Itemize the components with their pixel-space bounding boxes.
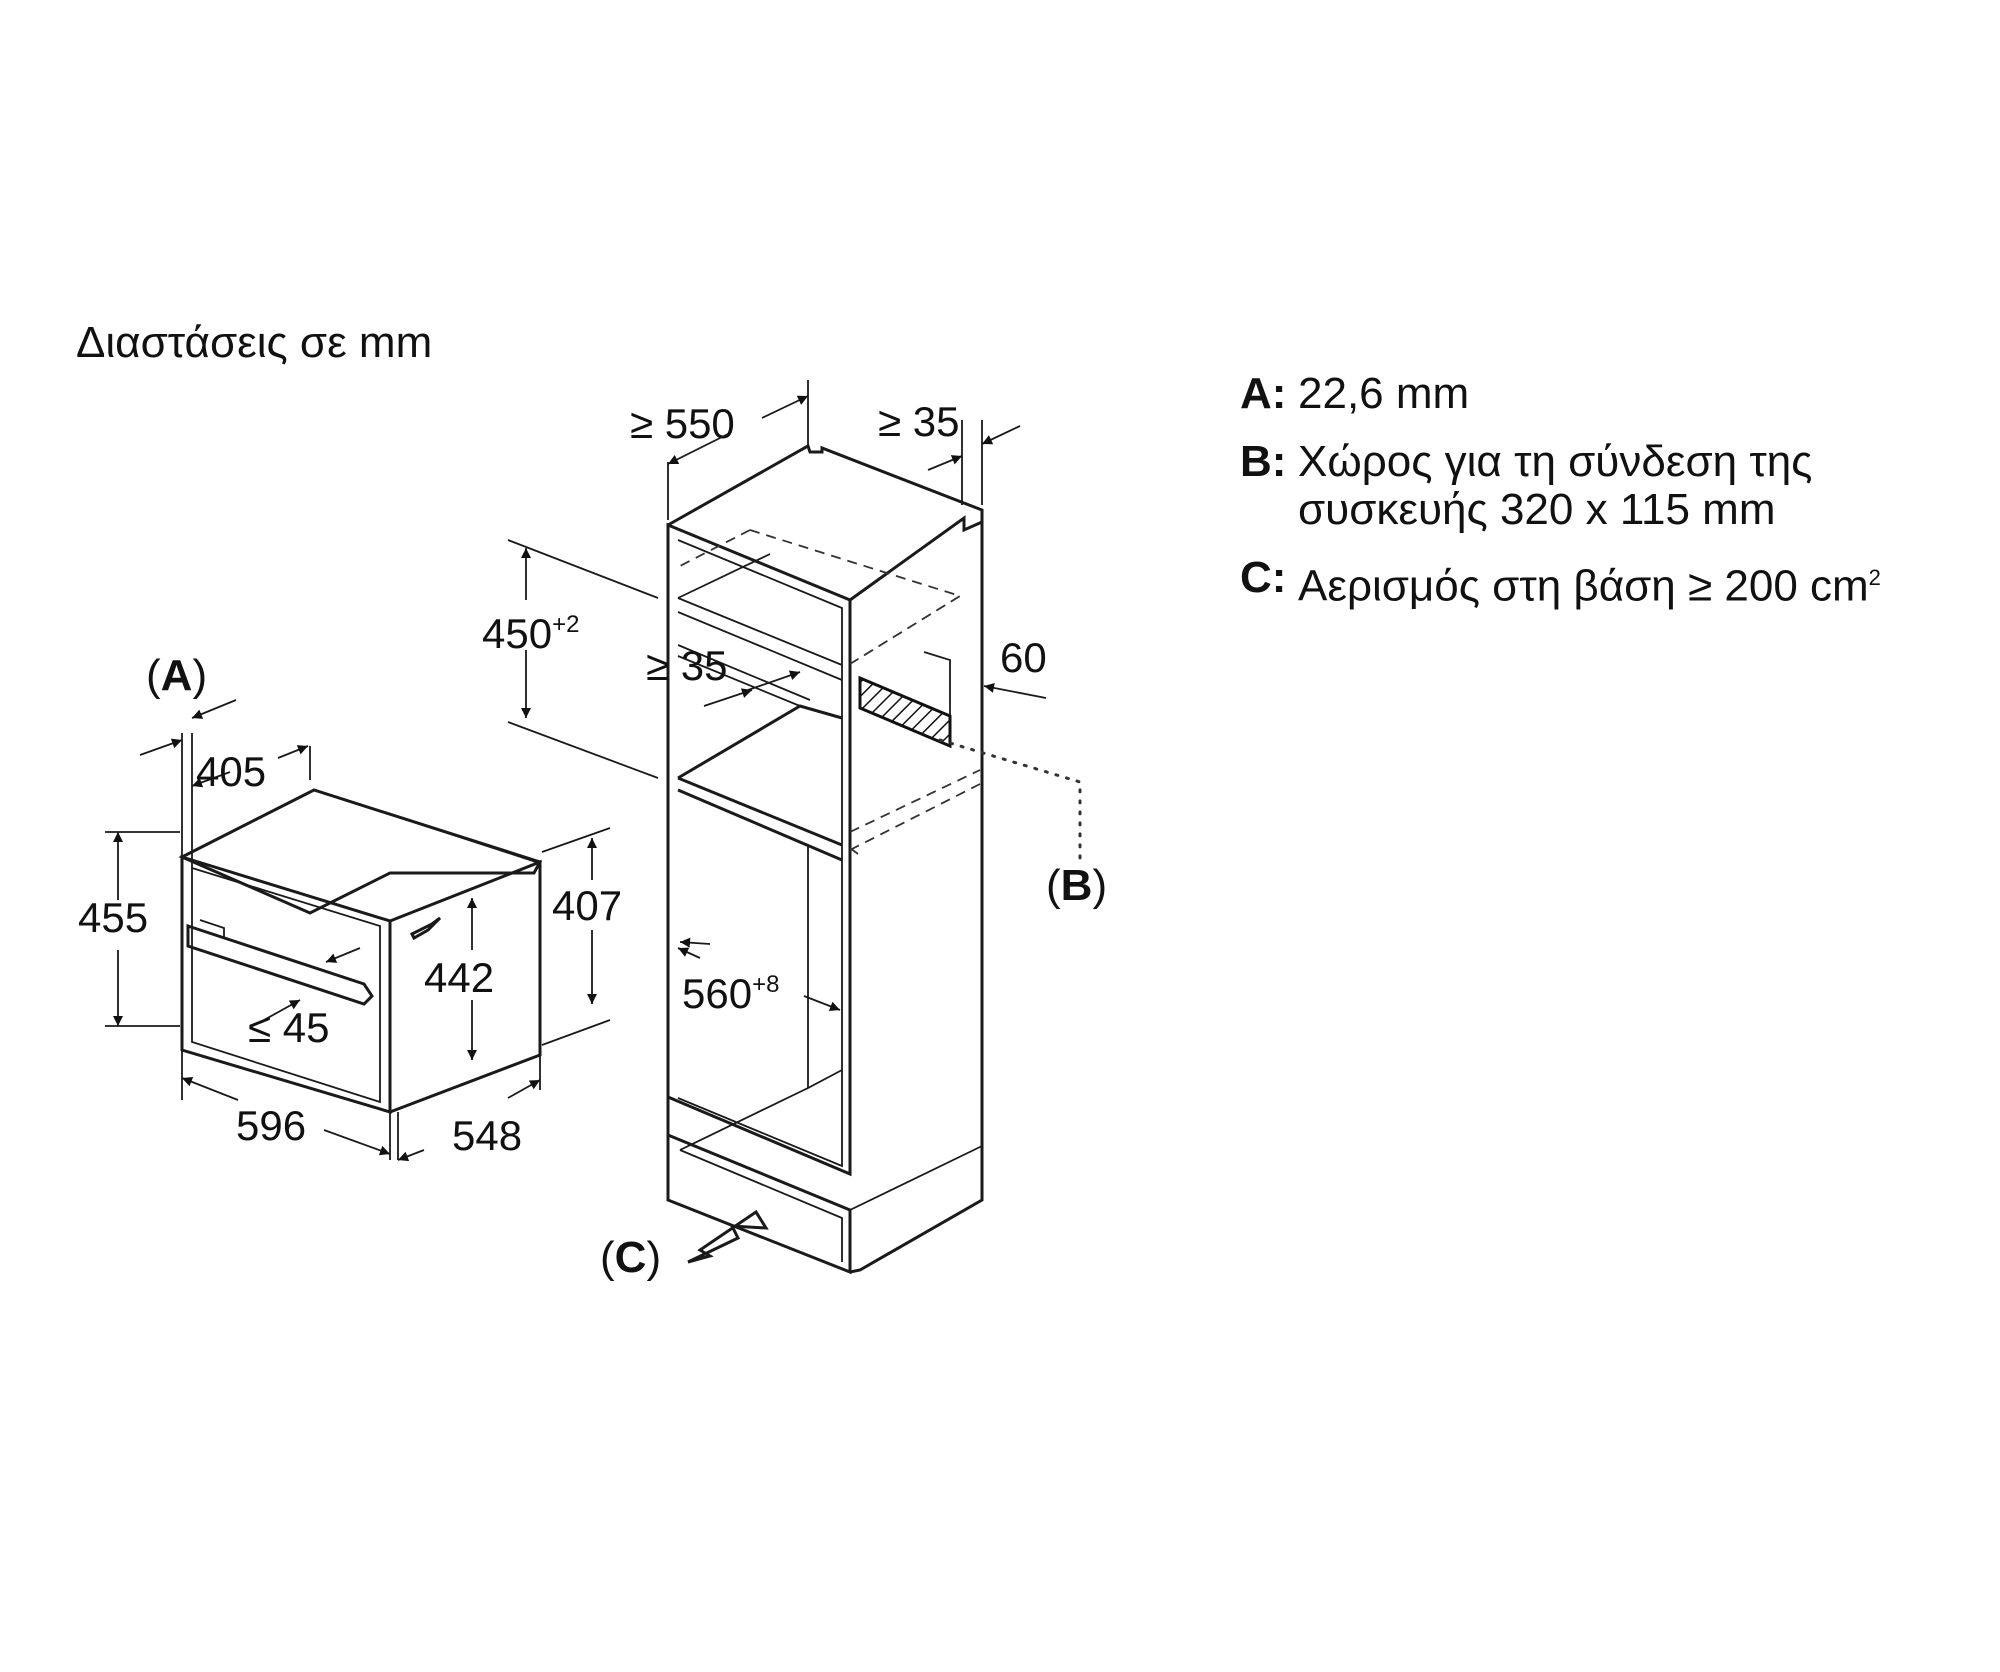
legend-item-b: B: Χώρος για τη σύνδεση της συσκευής 320… xyxy=(1240,438,1980,534)
legend-text-c-main: Αερισμός στη βάση ≥ 200 cm xyxy=(1298,561,1869,611)
legend-item-c: C: Αερισμός στη βάση ≥ 200 cm2 xyxy=(1240,554,1980,611)
appliance-side-grip xyxy=(409,916,442,941)
dim-label-450: 450+2 xyxy=(482,610,579,657)
cabinet-front-frame-inner xyxy=(677,539,843,1168)
dim-label-560-value: 560 xyxy=(682,970,752,1017)
ext-line xyxy=(541,827,611,853)
ext-line xyxy=(507,539,659,599)
legend-key-a: A: xyxy=(1240,369,1287,418)
legend-key-c: C: xyxy=(1240,553,1287,602)
cabinet-drawing: ≥ 550 ≥ 35 450+2 ≥ 35 60 560+8 (B) (C) xyxy=(482,380,1107,1282)
legend-key-b: B: xyxy=(1240,437,1287,486)
dim-arrow-35-front-left xyxy=(747,670,801,691)
dim-arrow-560-left xyxy=(677,947,701,959)
diagram-title: Διαστάσεις σε mm xyxy=(76,318,433,367)
cabinet-hidden-upper xyxy=(679,529,963,665)
appliance-front-inner xyxy=(191,866,381,1104)
dim-label-548: 548 xyxy=(452,1112,522,1159)
dim-arrow-60 xyxy=(983,682,1047,699)
dim-label-450-value: 450 xyxy=(482,610,552,657)
legend-text-b-line2: συσκευής 320 x 115 mm xyxy=(1298,485,1776,534)
dim-label-560: 560+8 xyxy=(682,970,779,1017)
dim-label-596: 596 xyxy=(236,1102,306,1149)
dim-label-550: ≥ 550 xyxy=(630,400,735,447)
appliance-drawing: (A) 405 455 442 407 ≤ 45 596 548 xyxy=(78,651,622,1162)
appliance-handle-top xyxy=(199,919,225,938)
dim-arrow-560-left-b xyxy=(679,937,711,948)
dim-label-35-front: ≥ 35 xyxy=(646,642,727,689)
ext-line xyxy=(541,1019,611,1046)
dim-arrow-35-front-right xyxy=(703,688,753,707)
cabinet-top xyxy=(667,443,984,602)
cabinet-bottom-side xyxy=(849,1145,983,1211)
dim-arrow-a-right xyxy=(191,699,237,719)
dim-arrow-560-right xyxy=(803,995,841,1012)
label-c-marker: (C) xyxy=(600,1233,661,1282)
dim-arrow-35-rear-right xyxy=(981,425,1021,445)
dim-label-455: 455 xyxy=(78,894,148,941)
cabinet-right-side xyxy=(849,515,984,1274)
cabinet-plinth-inner xyxy=(679,1149,843,1262)
legend-text-c-sup: 2 xyxy=(1868,565,1881,590)
dim-label-35-rear: ≥ 35 xyxy=(878,398,959,445)
dim-arrow-45-right xyxy=(325,947,361,963)
dim-arrow-a-left xyxy=(139,738,183,756)
appliance-side xyxy=(389,859,542,1114)
cabinet-middle-rail xyxy=(677,644,811,707)
cabinet-plinth xyxy=(666,1097,852,1275)
legend-text-b-line1: Χώρος για τη σύνδεση της xyxy=(1298,437,1813,486)
cabinet-front-frame xyxy=(666,522,852,1177)
dim-label-handle: ≤ 45 xyxy=(248,1004,329,1051)
ext-line xyxy=(923,651,951,716)
dim-arrow-548-left xyxy=(397,1149,425,1162)
appliance-back-step xyxy=(313,789,537,863)
cabinet-upper-shelf xyxy=(677,553,843,681)
dim-label-405: 405 xyxy=(196,748,266,795)
legend-text-a: 22,6 mm xyxy=(1298,369,1470,418)
cabinet-hidden-lower xyxy=(849,769,981,855)
dim-arrow-45-left xyxy=(263,999,301,1021)
dim-label-407: 407 xyxy=(552,882,622,929)
dim-label-60: 60 xyxy=(1000,634,1047,681)
dim-arrow-596-right xyxy=(323,1129,391,1156)
legend-text-c: Αερισμός στη βάση ≥ 200 cm2 xyxy=(1298,554,1881,611)
connection-area xyxy=(858,675,952,749)
ventilation-arrow xyxy=(687,1209,769,1264)
appliance-top-face xyxy=(178,788,543,915)
legend-text-b: Χώρος για τη σύνδεση της συσκευής 320 x … xyxy=(1298,438,1812,534)
dim-arrow-550-right xyxy=(761,395,809,419)
ext-line xyxy=(507,721,659,779)
dim-arrow-405-left xyxy=(191,771,231,788)
label-a-marker: (A) xyxy=(146,651,207,700)
appliance-front-panel xyxy=(180,854,392,1115)
appliance-handle xyxy=(186,923,374,1006)
dim-label-450-tol: +2 xyxy=(552,611,579,638)
dim-arrow-35-rear-left xyxy=(927,455,963,471)
leader-b xyxy=(938,738,1082,862)
label-b-marker: (B) xyxy=(1046,861,1107,910)
dim-arrow-405-right xyxy=(277,745,309,759)
cabinet-lower-back xyxy=(679,845,843,1151)
legend-item-a: A: 22,6 mm xyxy=(1240,370,1980,418)
dim-arrow-548-right xyxy=(507,1079,541,1099)
dim-label-560-tol: +8 xyxy=(752,971,779,998)
cabinet-niche-floor xyxy=(677,704,843,862)
dim-arrow-550-left xyxy=(667,433,729,465)
dim-arrow-596-left xyxy=(181,1077,239,1101)
legend: A: 22,6 mm B: Χώρος για τη σύνδεση της σ… xyxy=(1240,370,1980,631)
dim-label-442: 442 xyxy=(424,954,494,1001)
cabinet-top-inner xyxy=(849,519,963,601)
